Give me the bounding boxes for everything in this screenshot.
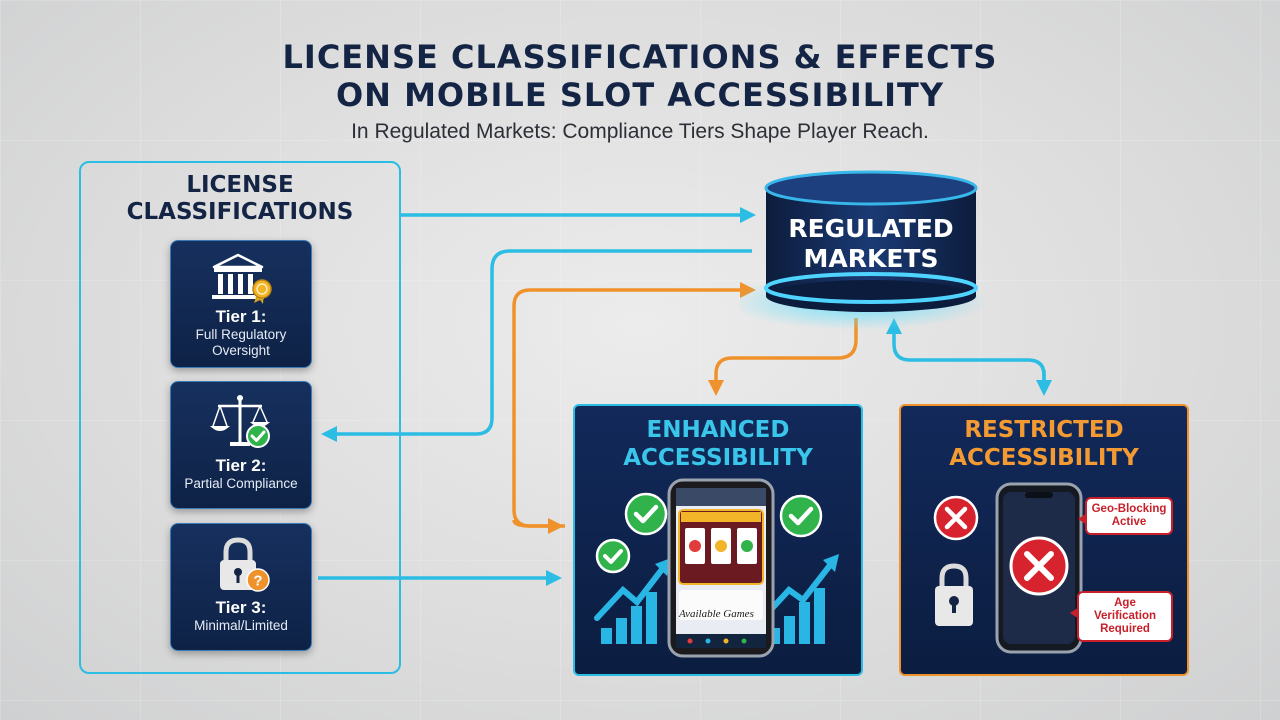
svg-text:?: ? [253, 573, 262, 590]
growth-chart-icon [594, 558, 671, 644]
arrow-markets-to-tier2 [321, 249, 752, 442]
license-heading-line-1: LICENSE [186, 172, 294, 198]
regulated-markets-line-2: MARKETS [803, 244, 939, 273]
check-icon [624, 492, 668, 536]
geo-blocking-bubble: Geo-Blocking Active [1078, 497, 1173, 535]
arrow-markets-to-enhanced [708, 318, 858, 396]
age-verification-line-2: Required [1100, 623, 1150, 635]
geo-blocking-line-2: Active [1111, 516, 1147, 528]
tier-1-desc-line-2: Oversight [212, 343, 270, 358]
tier-3-desc-line-1: Minimal/Limited [194, 618, 288, 633]
bank-building-medal-icon [212, 253, 272, 304]
tier-3-card: ? Tier 3: Minimal/Limited [170, 523, 312, 651]
restricted-title-line-2: ACCESSIBILITY [949, 445, 1139, 471]
tier-1-card: Tier 1: Full Regulatory Oversight [170, 240, 312, 368]
license-heading-line-2: CLASSIFICATIONS [126, 199, 354, 225]
tier-1-desc-line-1: Full Regulatory [195, 327, 287, 342]
tier-3-name: Tier 3: [215, 598, 267, 617]
enhanced-illustration [594, 478, 839, 658]
smartphone-slot-icon [667, 478, 775, 658]
regulated-markets-label: REGULATED MARKETS [765, 214, 977, 274]
age-verification-line-1: Age Verification [1094, 597, 1156, 622]
restricted-title: RESTRICTED ACCESSIBILITY [901, 416, 1187, 472]
smartphone-blocked-icon [995, 482, 1083, 654]
check-icon [779, 494, 823, 538]
check-icon [595, 538, 631, 574]
available-games-caption: Available Games [679, 608, 754, 620]
geo-blocking-line-1: Geo-Blocking [1091, 503, 1167, 515]
tier-2-name: Tier 2: [215, 456, 267, 475]
padlock-icon [935, 563, 973, 626]
tier-1-name: Tier 1: [215, 307, 267, 326]
scales-check-icon [210, 395, 270, 448]
restricted-title-line-1: RESTRICTED [964, 417, 1124, 443]
page-title-line-2: ON MOBILE SLOT ACCESSIBILITY [335, 76, 945, 114]
regulated-markets-line-1: REGULATED [788, 214, 954, 243]
arrow-feedback-enhanced [512, 518, 564, 534]
padlock-question-icon: ? [220, 537, 270, 592]
x-icon [933, 495, 979, 541]
enhanced-title: ENHANCED ACCESSIBILITY [575, 416, 861, 472]
tier-2-desc-line-1: Partial Compliance [184, 476, 298, 491]
enhanced-title-line-1: ENHANCED [646, 417, 790, 443]
arrow-markets-restricted [886, 318, 1046, 392]
restricted-illustration [933, 482, 1083, 654]
license-classifications-panel [79, 161, 401, 674]
page-subtitle: In Regulated Markets: Compliance Tiers S… [351, 120, 929, 143]
restricted-accessibility-panel: RESTRICTED ACCESSIBILITY Geo-Blocking Ac… [899, 404, 1189, 676]
tier-2-card: Tier 2: Partial Compliance [170, 381, 312, 509]
growth-chart-icon [762, 554, 839, 644]
regulated-markets-cylinder [740, 170, 988, 330]
enhanced-accessibility-panel: ENHANCED ACCESSIBILITY [573, 404, 863, 676]
age-verification-bubble: Age Verification Required [1070, 591, 1173, 642]
enhanced-title-line-2: ACCESSIBILITY [623, 445, 813, 471]
license-classifications-heading: LICENSE CLASSIFICATIONS [79, 172, 401, 226]
page-title-line-1: LICENSE CLASSIFICATIONS & EFFECTS [282, 38, 998, 76]
